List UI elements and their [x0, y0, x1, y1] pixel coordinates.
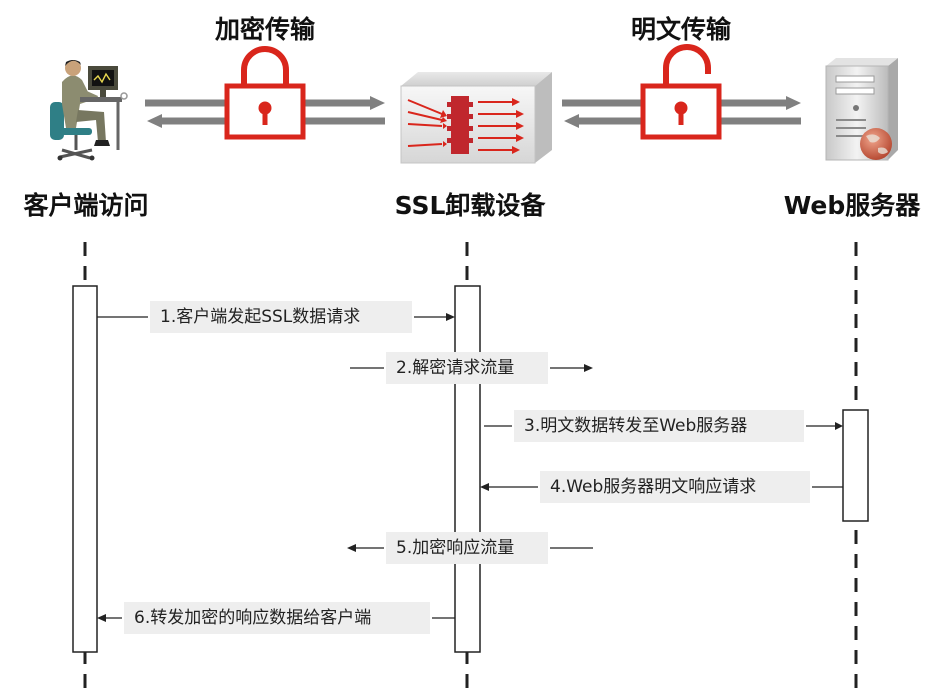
message-arrow-2	[350, 364, 593, 372]
participant-web-server: Web服务器	[783, 191, 921, 220]
message-label-5: 5.加密响应流量	[386, 532, 548, 564]
label-plaintext-transport: 明文传输	[630, 15, 732, 44]
message-label-4: 4.Web服务器明文响应请求	[540, 471, 810, 503]
server-tower-icon	[825, 58, 898, 161]
participant-ssl-device: SSL卸载设备	[394, 191, 546, 220]
person-at-computer-icon	[50, 60, 128, 161]
padlock-closed-icon	[224, 46, 306, 140]
message-arrow-5	[347, 544, 593, 552]
message-label-1: 1.客户端发起SSL数据请求	[150, 301, 412, 333]
message-label-6: 6.转发加密的响应数据给客户端	[124, 602, 430, 634]
message-label-2: 2.解密请求流量	[386, 352, 548, 384]
activation-bar-ssl-device	[454, 285, 481, 653]
activation-bar-web-server	[842, 409, 869, 522]
message-label-3: 3.明文数据转发至Web服务器	[514, 410, 804, 442]
message-arrow-3	[484, 422, 843, 430]
activation-bar-client	[72, 285, 98, 653]
label-encrypted-transport: 加密传输	[214, 15, 316, 44]
message-arrow-1	[97, 313, 455, 321]
message-arrows	[97, 313, 843, 622]
message-arrow-4	[480, 483, 843, 491]
ssl-offload-appliance-icon	[400, 72, 552, 164]
message-arrow-6	[97, 614, 455, 622]
padlock-open-icon	[640, 44, 722, 140]
participant-client: 客户端访问	[23, 191, 149, 220]
